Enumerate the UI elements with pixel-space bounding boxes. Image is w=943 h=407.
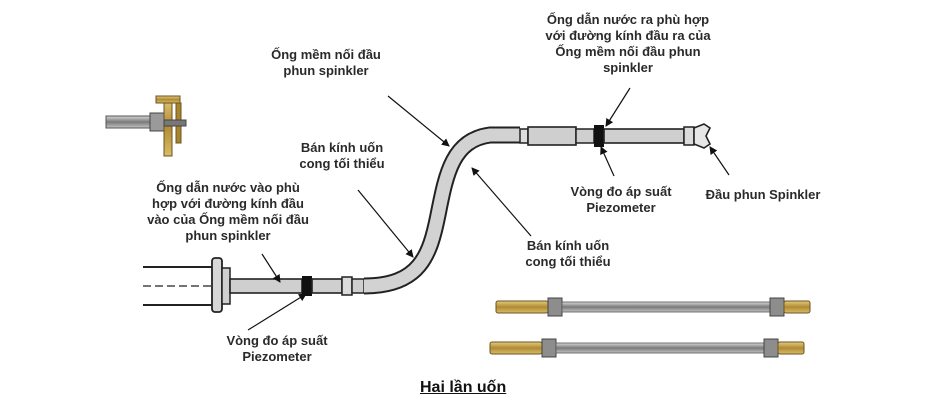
hose-photo-1 xyxy=(495,297,811,317)
label-outlet-pipe: Ống dẫn nước ra phù hợp với đường kính đ… xyxy=(545,12,711,75)
sprinkler-head-shape xyxy=(693,123,712,149)
inlet-pipe xyxy=(143,257,231,313)
label-inlet-pipe: Ống dẫn nước vào phù hợp với đường kính … xyxy=(147,180,309,243)
lower-pipe xyxy=(229,276,365,296)
label-piezometer-ring-right: Vòng đo áp suất Piezometer xyxy=(570,184,672,215)
caption: Hai lần uốn xyxy=(420,379,507,396)
label-piezometer-ring-left: Vòng đo áp suất Piezometer xyxy=(226,333,328,364)
flexible-hose xyxy=(363,126,520,295)
hose-photo-2 xyxy=(489,338,805,358)
label-min-bend-radius-1: Bán kính uốn cong tối thiểu xyxy=(299,140,385,171)
annotation-arrows xyxy=(247,87,730,331)
label-min-bend-radius-2: Bán kính uốn cong tối thiểu xyxy=(525,238,611,269)
bracket-photo xyxy=(105,95,187,157)
label-sprinkler-head: Đầu phun Spinkler xyxy=(705,187,821,202)
label-hose-top: Ống mềm nối đầu phun spinkler xyxy=(271,47,381,78)
upper-pipe xyxy=(519,125,695,147)
